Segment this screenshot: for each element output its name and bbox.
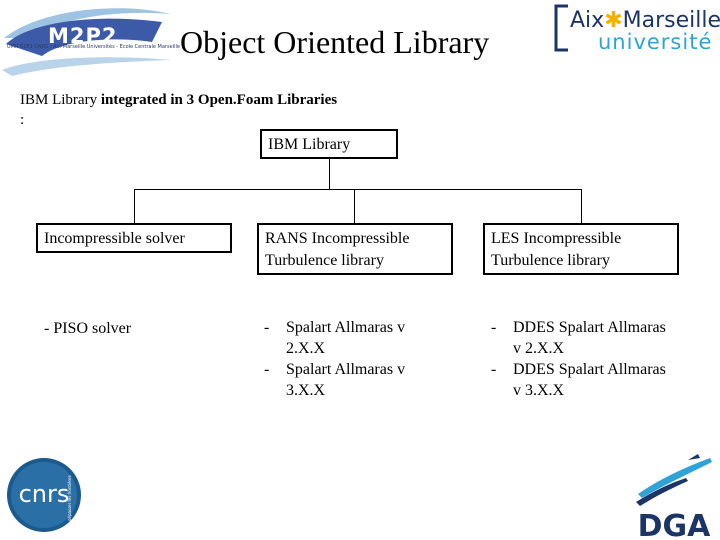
- list-item: - PISO solver: [44, 320, 132, 337]
- connector-root-vertical: [329, 159, 330, 190]
- connector-middle-vertical: [354, 189, 355, 223]
- m2p2-swoosh-icon: [2, 8, 172, 76]
- m2p2-logo-subtitle: UMR 6181 CNRS - Aix-Marseille Université…: [7, 44, 180, 50]
- list-item: -DDES Spalart Allmaras v 3.X.X: [491, 361, 666, 399]
- m2p2-logo: M2P2 UMR 6181 CNRS - Aix-Marseille Unive…: [2, 0, 180, 76]
- amu-logo-line2: université: [598, 30, 713, 54]
- connector-left-vertical: [134, 189, 135, 223]
- list-item: -DDES Spalart Allmaras v 2.X.X: [491, 319, 666, 357]
- amu-logo-line1: Aix✱Marseille: [570, 8, 720, 33]
- cnrs-logo: cnrs dépasser les frontières: [7, 458, 81, 532]
- page-title: Object Oriented Library: [180, 24, 490, 60]
- intro-text: IBM Library integrated in 3 Open.Foam Li…: [20, 92, 338, 128]
- aix-marseille-logo: Aix✱Marseille université: [550, 0, 720, 60]
- diagram-node-incompressible-solver: Incompressible solver: [36, 223, 232, 253]
- connector-right-vertical: [581, 189, 582, 223]
- rans-items-list: -Spalart Allmaras v 2.X.X -Spalart Allma…: [257, 317, 447, 401]
- diagram-node-rans-library: RANS Incompressible Turbulence library: [257, 223, 453, 275]
- les-items-list: -DDES Spalart Allmaras v 2.X.X -DDES Spa…: [484, 317, 674, 401]
- dga-logo-text: DGA: [638, 509, 712, 540]
- diagram-node-les-library: LES Incompressible Turbulence library: [483, 223, 679, 275]
- incompressible-items-list: - PISO solver: [44, 318, 131, 339]
- diagram-root-node: IBM Library: [260, 129, 398, 159]
- cnrs-logo-text: cnrs: [19, 480, 70, 508]
- m2p2-logo-text: M2P2: [48, 24, 118, 48]
- dga-logo: DGA: [636, 454, 712, 540]
- list-item: -Spalart Allmaras v 2.X.X: [264, 319, 406, 357]
- list-item: -Spalart Allmaras v 3.X.X: [264, 361, 406, 399]
- cnrs-logo-tagline: dépasser les frontières: [67, 475, 72, 521]
- connector-horizontal: [134, 189, 581, 190]
- amu-bracket-icon: [554, 4, 568, 52]
